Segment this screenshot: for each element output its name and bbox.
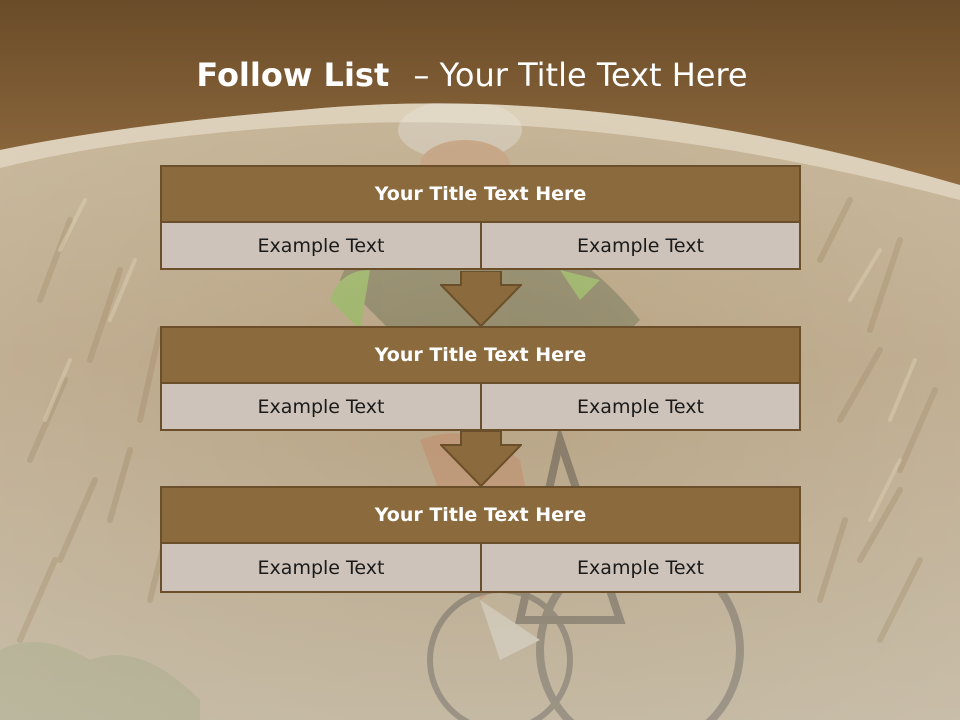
block-title: Your Title Text Here: [160, 326, 801, 384]
block-title: Your Title Text Here: [160, 165, 801, 223]
slide-title: Follow List – Your Title Text Here: [0, 52, 944, 98]
down-arrow-icon: [440, 271, 522, 327]
title-rest-part: – Your Title Text Here: [413, 56, 748, 94]
block-title: Your Title Text Here: [160, 486, 801, 544]
block-left-cell: Example Text: [160, 382, 482, 431]
block-right-cell: Example Text: [480, 542, 801, 593]
down-arrow-icon: [440, 431, 522, 487]
block-left-cell: Example Text: [160, 221, 482, 270]
block-right-cell: Example Text: [480, 221, 801, 270]
title-bold-part: Follow List: [196, 56, 390, 94]
block-right-cell: Example Text: [480, 382, 801, 431]
block-left-cell: Example Text: [160, 542, 482, 593]
